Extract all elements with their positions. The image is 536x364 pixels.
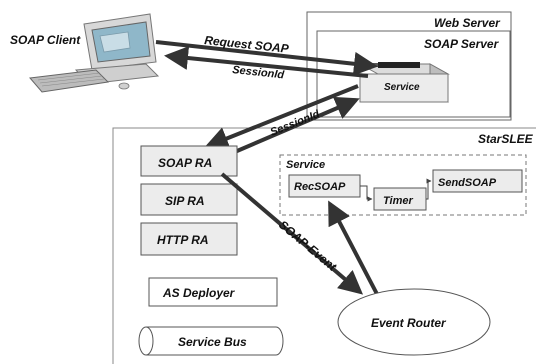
event-router-label: Event Router xyxy=(371,316,447,330)
event-router-node: Event Router xyxy=(337,288,491,356)
as-deployer-label: AS Deployer xyxy=(162,286,236,300)
server-connector-icon xyxy=(378,62,420,68)
service-bus-cylinder: Service Bus xyxy=(138,326,284,356)
http-ra-label: HTTP RA xyxy=(157,233,209,247)
timer-label: Timer xyxy=(383,195,413,207)
as-deployer-box: AS Deployer xyxy=(148,277,278,307)
soap-ra-box: SOAP RA xyxy=(140,145,238,177)
service-group-label: Service xyxy=(286,159,325,171)
request-soap-arrow xyxy=(155,40,378,76)
recsoap-to-timer-connector xyxy=(360,185,373,202)
soap-client-label: SOAP Client xyxy=(10,33,81,47)
service-bus-label: Service Bus xyxy=(178,335,247,349)
sip-ra-box: SIP RA xyxy=(140,183,238,216)
recsoap-label: RecSOAP xyxy=(294,181,346,193)
service-block: Service xyxy=(358,62,450,103)
service-group: Service RecSOAP Timer SendSOAP xyxy=(279,154,527,216)
soap-event-arrow xyxy=(220,172,364,295)
timer-to-sendsoap-connector xyxy=(426,178,432,200)
event-router-to-recsoap-arrow xyxy=(328,200,380,297)
sendsoap-label: SendSOAP xyxy=(438,177,497,189)
session-id-top-label: SessionId xyxy=(232,64,285,81)
soap-server-title: SOAP Server xyxy=(424,37,500,51)
http-ra-box: HTTP RA xyxy=(140,222,238,256)
soap-ra-to-service-arrow xyxy=(229,96,360,156)
soap-ra-label: SOAP RA xyxy=(158,156,212,170)
desktop-computer-icon xyxy=(29,13,160,93)
web-server-title: Web Server xyxy=(434,16,501,30)
sendsoap-box xyxy=(432,169,523,193)
service-to-soap-ra-arrow xyxy=(204,84,359,150)
starslee-title: StarSLEE xyxy=(478,132,534,146)
sip-ra-label: SIP RA xyxy=(165,194,205,208)
session-id-top-arrow xyxy=(164,46,369,78)
service-block-label: Service xyxy=(384,82,420,93)
web-server-panel: Web Server SOAP Server Service xyxy=(306,11,512,121)
